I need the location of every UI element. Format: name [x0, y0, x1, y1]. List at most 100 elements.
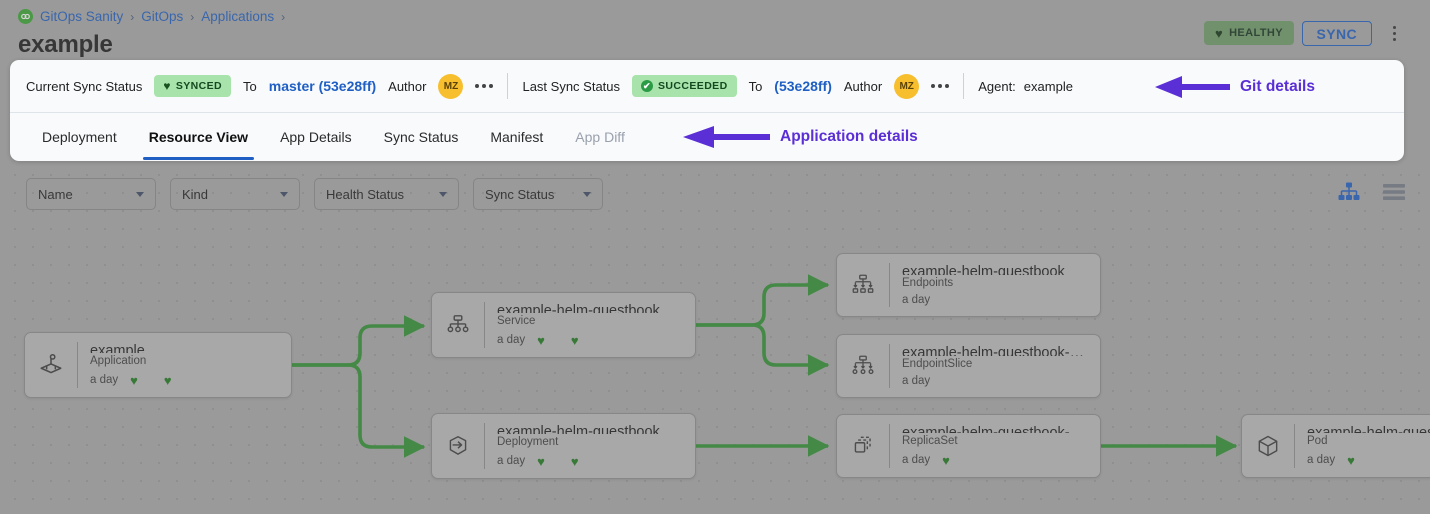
kebab-menu-icon[interactable]: [1384, 21, 1404, 46]
more-dots-icon[interactable]: [931, 84, 950, 88]
node-kind: Deployment: [497, 436, 559, 449]
divider: [507, 73, 509, 99]
node-body: example-helm-guest Pod a day ♥: [1295, 415, 1430, 477]
list-view-icon[interactable]: [1382, 182, 1406, 207]
gitops-logo-icon: [18, 9, 33, 24]
annotation-git-details: Git details: [1152, 74, 1315, 100]
tab-app-details[interactable]: App Details: [280, 128, 352, 145]
node-meta: a day ♥ ♥: [90, 371, 281, 391]
node-name: example-helm-guestbook: [497, 303, 660, 314]
node-body: example-helm-guestbook-ct... EndpointSli…: [890, 335, 1100, 397]
author-label: Author: [843, 78, 883, 94]
sync-status-strip: Current Sync Status ♥ SYNCED To master (…: [10, 60, 1404, 113]
filter-health-status[interactable]: Health Status: [314, 178, 459, 210]
node-kind: Application: [90, 355, 147, 368]
to-label: To: [243, 78, 257, 94]
node-body: example-helm-guestbook Service a day ♥ ♥: [485, 293, 695, 357]
health-heart-icon: ♥: [537, 332, 545, 348]
endpointslice-icon: [837, 335, 889, 397]
health-badge-label: HEALTHY: [1229, 27, 1283, 39]
annotation-application-details: Application details: [680, 124, 918, 150]
left-arrow-annotation-icon: [1152, 74, 1230, 100]
last-sync-status-badge: ✔ SUCCEEDED: [632, 75, 737, 97]
node-divider: [889, 344, 890, 388]
tab-manifest[interactable]: Manifest: [490, 128, 544, 145]
node-name: example: [90, 343, 145, 354]
node-divider: [889, 263, 890, 307]
node-kind: EndpointSlice: [902, 357, 973, 370]
check-circle-icon: ✔: [641, 80, 654, 92]
node-age: a day: [1307, 453, 1336, 466]
graph-node-service[interactable]: example-helm-guestbook Service a day ♥ ♥: [431, 292, 696, 358]
node-age: a day: [902, 453, 931, 466]
endpoints-icon: [837, 254, 889, 316]
breadcrumb-separator: ›: [130, 9, 135, 24]
agent-value: example: [1023, 78, 1073, 94]
to-label: To: [748, 78, 763, 94]
sync-button[interactable]: SYNC: [1301, 21, 1372, 46]
graph-node-replicaset[interactable]: example-helm-guestbook-74... ReplicaSet …: [836, 414, 1101, 478]
replicaset-icon: [837, 415, 889, 477]
node-body: example-helm-guestbook Endpoints a day: [890, 254, 1100, 316]
health-heart-icon: ♥: [1347, 452, 1355, 468]
current-revision-link[interactable]: master (53e28ff): [268, 78, 377, 94]
agent-group: Agent: example: [978, 79, 1073, 94]
filter-sync-status[interactable]: Sync Status: [473, 178, 603, 210]
avatar: MZ: [438, 73, 464, 99]
node-name: example-helm-guestbook-ct...: [902, 345, 1090, 356]
filter-kind[interactable]: Kind: [170, 178, 300, 210]
health-heart-icon: ♥: [537, 453, 545, 469]
tab-sync-status[interactable]: Sync Status: [383, 128, 459, 145]
node-divider: [77, 342, 78, 388]
graph-node-endpointslice[interactable]: example-helm-guestbook-ct... EndpointSli…: [836, 334, 1101, 398]
breadcrumb: GitOps Sanity › GitOps › Applications ›: [18, 9, 285, 24]
breadcrumb-item-2[interactable]: Applications: [201, 9, 275, 24]
tab-deployment[interactable]: Deployment: [42, 128, 117, 145]
chevron-down-icon: [280, 191, 288, 197]
node-divider: [1294, 424, 1295, 468]
sync-heart-icon: ♥: [570, 332, 579, 348]
node-body: example-helm-guestbook-74... ReplicaSet …: [890, 415, 1100, 477]
tab-resource-view[interactable]: Resource View: [133, 113, 264, 160]
author-label: Author: [388, 78, 427, 94]
graph-node-endpoints[interactable]: example-helm-guestbook Endpoints a day: [836, 253, 1101, 317]
chevron-down-icon: [439, 191, 447, 197]
node-meta: a day: [902, 292, 1090, 309]
annotation-label: Git details: [1240, 78, 1315, 95]
annotation-label: Application details: [780, 128, 918, 145]
more-dots-icon[interactable]: [475, 84, 494, 88]
application-icon: [25, 333, 77, 397]
agent-label: Agent:: [978, 78, 1016, 94]
last-revision-link[interactable]: (53e28ff): [774, 78, 832, 94]
graph-edges: [292, 274, 1238, 458]
node-age: a day: [497, 333, 526, 346]
filter-name[interactable]: Name: [26, 178, 156, 210]
node-meta: a day ♥ ♥: [497, 452, 685, 472]
sync-heart-icon: ♥: [163, 372, 172, 388]
resource-graph-canvas[interactable]: example Application a day ♥ ♥ exam: [0, 160, 1430, 514]
last-sync-status-label: Last Sync Status: [522, 78, 621, 94]
node-meta: a day ♥: [902, 451, 1090, 471]
node-name: example-helm-guestbook: [902, 264, 1065, 275]
chevron-down-icon: [136, 191, 144, 197]
tab-app-diff[interactable]: App Diff: [575, 128, 625, 145]
chevron-down-icon: [583, 191, 591, 197]
tree-view-icon[interactable]: [1338, 182, 1360, 207]
sync-heart-icon: ♥: [570, 453, 579, 469]
node-body: example Application a day ♥ ♥: [78, 333, 291, 397]
node-age: a day: [902, 293, 931, 306]
breadcrumb-item-0[interactable]: GitOps Sanity: [40, 9, 124, 24]
graph-node-pod[interactable]: example-helm-guest Pod a day ♥: [1241, 414, 1430, 478]
breadcrumb-item-1[interactable]: GitOps: [141, 9, 184, 24]
graph-node-deployment[interactable]: example-helm-guestbook Deployment a day …: [431, 413, 696, 479]
filter-label: Sync Status: [485, 186, 555, 202]
graph-node-application[interactable]: example Application a day ♥ ♥: [24, 332, 292, 398]
node-meta: a day ♥: [1307, 451, 1430, 471]
node-name: example-helm-guestbook-74...: [902, 425, 1090, 434]
filter-bar: Name Kind Health Status Sync Status: [0, 170, 1430, 218]
breadcrumb-separator: ›: [190, 9, 195, 24]
deployment-icon: [432, 414, 484, 478]
breadcrumb-separator: ›: [281, 9, 286, 24]
node-meta: a day ♥ ♥: [497, 331, 685, 351]
